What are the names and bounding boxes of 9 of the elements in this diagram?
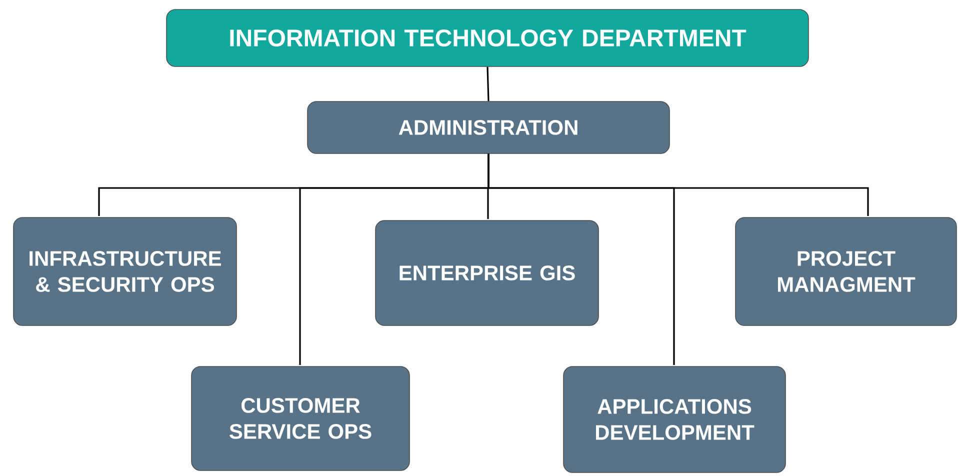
- unit-box: APPLICATIONS DEVELOPMENT: [563, 366, 786, 473]
- unit-box: PROJECT MANAGMENT: [735, 217, 957, 326]
- connector-line: [488, 154, 675, 365]
- connector-line: [486, 66, 490, 102]
- header-box: INFORMATION TECHNOLOGY DEPARTMENT: [166, 9, 809, 67]
- unit-box: CUSTOMER SERVICE OPS: [191, 366, 410, 471]
- department-box: ADMINISTRATION: [307, 101, 670, 154]
- unit-box: INFRASTRUCTURE & SECURITY OPS: [13, 217, 237, 326]
- unit-box: ENTERPRISE GIS: [375, 220, 599, 326]
